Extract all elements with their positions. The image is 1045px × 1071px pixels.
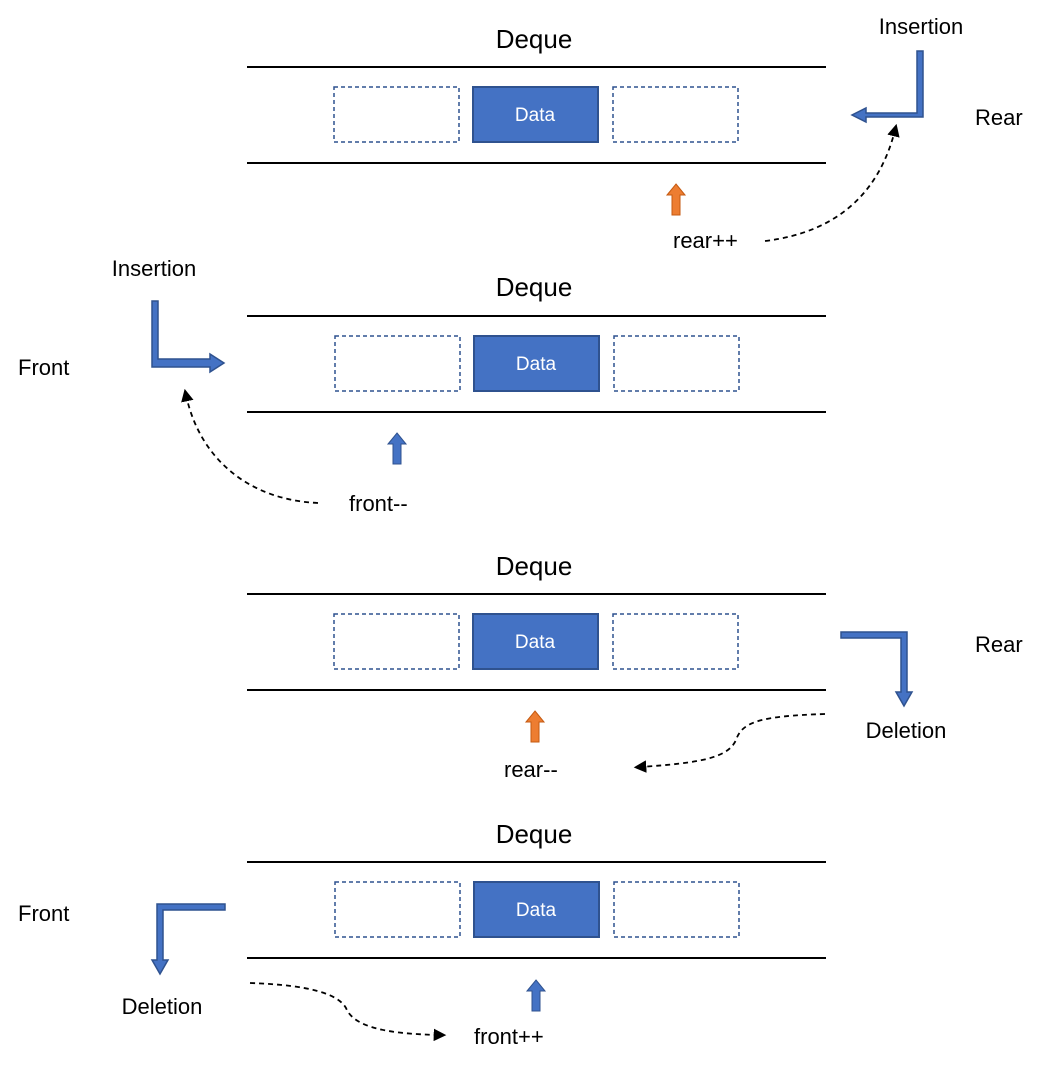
- deletion-arrow-icon: [150, 903, 226, 976]
- empty-slot-right: [612, 86, 739, 143]
- rear-label: Rear: [975, 632, 1023, 657]
- insertion-arrow-icon: [850, 50, 924, 124]
- deque-title: Deque: [496, 819, 573, 849]
- empty-slot-right: [613, 335, 740, 392]
- empty-slot-left: [334, 881, 461, 938]
- deque-title: Deque: [496, 272, 573, 302]
- data-label: Data: [515, 105, 556, 126]
- front-label: Front: [18, 901, 69, 926]
- insertion-label: Insertion: [112, 256, 196, 281]
- dashed-connector: [764, 123, 900, 242]
- pointer-up-arrow-icon: [665, 183, 687, 216]
- pointer-up-arrow-icon: [386, 432, 408, 465]
- data-block: [473, 335, 600, 392]
- deletion-label: Deletion: [866, 718, 947, 743]
- data-block: [472, 86, 599, 143]
- data-label: Data: [516, 354, 557, 375]
- data-block: [472, 613, 599, 670]
- empty-slot-left: [333, 613, 460, 670]
- empty-slot-left: [333, 86, 460, 143]
- deque-title: Deque: [496, 24, 573, 54]
- pointer-label: rear++: [673, 228, 738, 253]
- panel-rear-insertion: Deque Data Insertion Rear rear++: [247, 14, 1023, 253]
- deletion-label: Deletion: [122, 994, 203, 1019]
- pointer-label: front--: [349, 491, 408, 516]
- insertion-label: Insertion: [879, 14, 963, 39]
- deletion-arrow-icon: [840, 631, 914, 708]
- empty-slot-right: [612, 613, 739, 670]
- rear-label: Rear: [975, 105, 1023, 130]
- pointer-up-arrow-icon: [525, 979, 547, 1012]
- panel-front-insertion: Deque Data Insertion Front front--: [18, 256, 826, 516]
- front-label: Front: [18, 355, 69, 380]
- deque-title: Deque: [496, 551, 573, 581]
- panel-front-deletion: Deque Data Front Deletion front++: [18, 819, 826, 1049]
- data-label: Data: [516, 900, 557, 921]
- empty-slot-left: [334, 335, 461, 392]
- panel-rear-deletion: Deque Data Rear Deletion rear--: [247, 551, 1023, 782]
- dashed-connector: [181, 388, 319, 504]
- insertion-arrow-icon: [151, 300, 226, 374]
- pointer-up-arrow-icon: [524, 710, 546, 743]
- data-block: [473, 881, 600, 938]
- pointer-label: front++: [474, 1024, 544, 1049]
- empty-slot-right: [613, 881, 740, 938]
- dashed-connector: [249, 982, 447, 1042]
- data-label: Data: [515, 632, 556, 653]
- dashed-connector: [633, 713, 826, 773]
- pointer-label: rear--: [504, 757, 558, 782]
